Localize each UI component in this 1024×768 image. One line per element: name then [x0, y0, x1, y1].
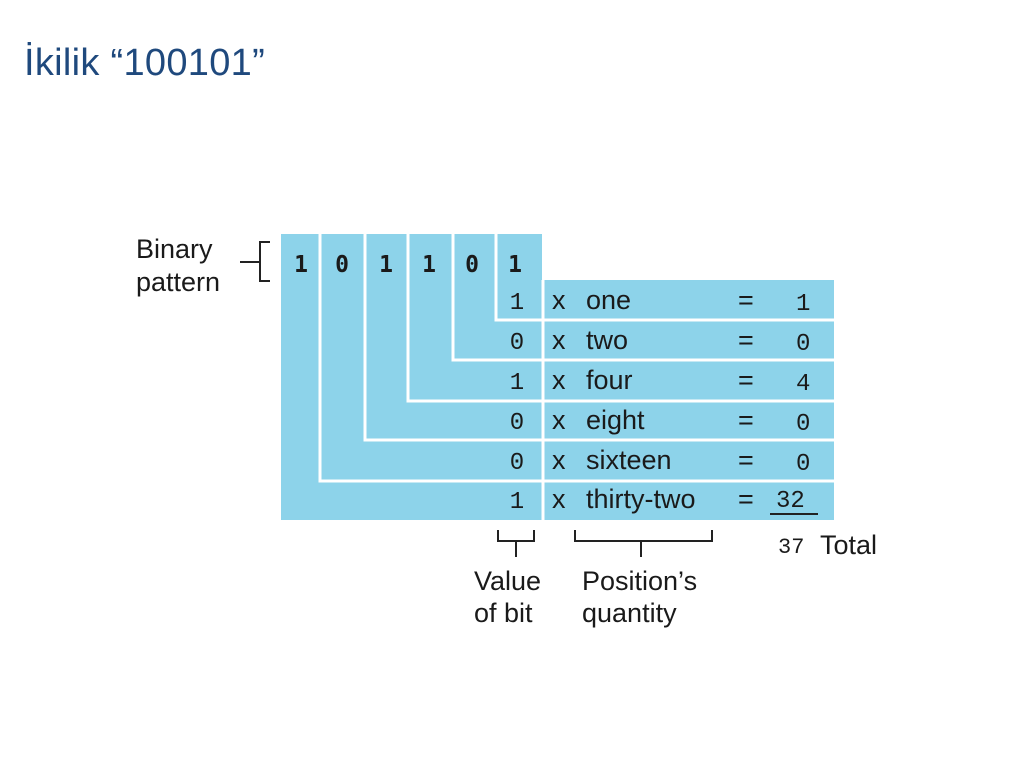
row-times: x: [552, 285, 566, 315]
row-equals: =: [738, 325, 754, 355]
table-row: 0 x two = 0: [510, 325, 811, 358]
row-times: x: [552, 445, 566, 475]
row-bit-value: 1: [510, 370, 524, 397]
row-bit-value: 0: [510, 330, 524, 357]
row-equals: =: [738, 405, 754, 435]
row-bit-value: 0: [510, 410, 524, 437]
staircase-line-3: [406, 234, 542, 403]
table-row: 1 x one = 1: [510, 285, 811, 318]
row-times: x: [552, 365, 566, 395]
table-row: 1 x four = 4: [510, 365, 811, 398]
row-position: sixteen: [586, 445, 672, 475]
row-position: thirty-two: [586, 484, 696, 514]
row-equals: =: [738, 285, 754, 315]
row-result: 0: [796, 451, 810, 478]
row-result: 1: [796, 291, 810, 318]
staircase-line-4: [363, 234, 542, 442]
pattern-bit: 1: [294, 252, 308, 278]
total-label: Total: [820, 530, 877, 560]
table-row: 0 x sixteen = 0: [510, 445, 811, 478]
row-bit-value: 1: [510, 290, 524, 317]
positions-quantity-label-line1: Position’s: [582, 566, 697, 596]
pattern-bit: 0: [335, 252, 349, 278]
row-bit-value: 1: [510, 489, 524, 516]
row-position: four: [586, 365, 633, 395]
staircase-line-1: [494, 234, 542, 322]
row-position: two: [586, 325, 628, 355]
table-row: 1 x thirty-two = 32: [510, 484, 805, 516]
row-position: one: [586, 285, 631, 315]
row-result: 32: [776, 488, 805, 515]
pattern-bit: 1: [422, 252, 436, 278]
row-equals: =: [738, 484, 754, 514]
pattern-bit: 1: [508, 252, 522, 278]
row-times: x: [552, 325, 566, 355]
value-of-bit-label-line1: Value: [474, 566, 541, 596]
row-times: x: [552, 405, 566, 435]
table-row: 0 x eight = 0: [510, 405, 811, 438]
total-value: 37: [778, 535, 804, 560]
row-position: eight: [586, 405, 645, 435]
row-bit-value: 0: [510, 450, 524, 477]
row-equals: =: [738, 445, 754, 475]
row-equals: =: [738, 365, 754, 395]
value-of-bit-label-line2: of bit: [474, 598, 533, 628]
pattern-bits: 1 0 1 1 0 1: [294, 252, 522, 278]
pattern-bit: 0: [465, 252, 479, 278]
pattern-bit: 1: [379, 252, 393, 278]
row-times: x: [552, 484, 566, 514]
positions-quantity-bracket: [574, 530, 713, 557]
binary-pattern-label-line1: Binary: [136, 234, 213, 264]
staircase-lines: [318, 234, 834, 520]
row-result: 0: [796, 331, 810, 358]
positions-quantity-label-line2: quantity: [582, 598, 677, 628]
value-of-bit-bracket: [497, 530, 535, 557]
staircase-line-5: [318, 234, 542, 483]
slide-title: İkilik “100101”: [24, 42, 266, 84]
row-result: 4: [796, 371, 810, 398]
row-result: 0: [796, 411, 810, 438]
binary-pattern-bracket: [240, 241, 270, 282]
binary-pattern-label-line2: pattern: [136, 267, 220, 297]
pattern-block: [281, 234, 542, 520]
staircase-line-2: [451, 234, 542, 362]
